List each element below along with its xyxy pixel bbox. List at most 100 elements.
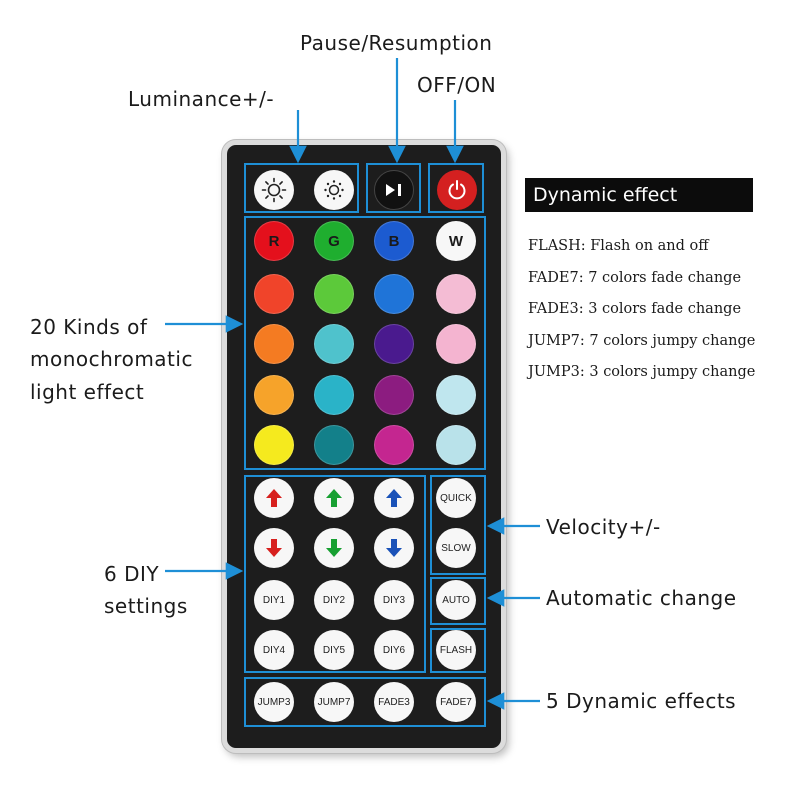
color-button[interactable] <box>436 324 476 364</box>
diy-settings-label-line1: 6 DIY <box>104 562 160 586</box>
jump3-button[interactable]: JUMP3 <box>254 682 294 722</box>
diy4-label: DIY4 <box>262 644 286 656</box>
sun-small-icon <box>324 180 344 200</box>
dynamic-effect-list: FLASH: Flash on and off FADE7: 7 colors … <box>528 231 755 389</box>
red-button-label: R <box>268 232 280 250</box>
luminance-label: Luminance+/- <box>128 87 275 111</box>
quick-label: QUICK <box>440 492 472 504</box>
diy3-label: DIY3 <box>382 594 406 606</box>
diy6-label: DIY6 <box>382 644 406 656</box>
velocity-highlight <box>430 475 486 575</box>
color-button[interactable] <box>436 274 476 314</box>
legend-item-flash: FLASH: Flash on and off <box>528 238 709 254</box>
automatic-change-label: Automatic change <box>546 586 737 610</box>
monochromatic-label-line3: light effect <box>30 380 145 404</box>
color-button[interactable] <box>374 425 414 465</box>
legend-item-jump7: JUMP7: 7 colors jumpy change <box>528 332 756 349</box>
color-button[interactable] <box>314 425 354 465</box>
blue-down-button[interactable] <box>374 528 414 568</box>
color-button[interactable] <box>436 425 476 465</box>
jump7-button[interactable]: JUMP7 <box>314 682 354 722</box>
green-button[interactable]: G <box>314 221 354 261</box>
pause-resumption-label: Pause/Resumption <box>300 31 493 55</box>
play-pause-button[interactable] <box>374 170 414 210</box>
color-button[interactable] <box>374 274 414 314</box>
color-button[interactable] <box>254 425 294 465</box>
red-down-button[interactable] <box>254 528 294 568</box>
fade3-button[interactable]: FADE3 <box>374 682 414 722</box>
velocity-label: Velocity+/- <box>546 515 661 539</box>
flash-label: FLASH <box>439 644 473 656</box>
arrow-down-icon <box>326 539 342 557</box>
power-icon <box>448 180 466 200</box>
arrow-shape <box>386 489 402 507</box>
flash-button[interactable]: FLASH <box>436 630 476 670</box>
green-up-button[interactable] <box>314 478 354 518</box>
diy-highlight <box>244 475 426 673</box>
color-button[interactable] <box>374 324 414 364</box>
diy4-button[interactable]: DIY4 <box>254 630 294 670</box>
diy5-button[interactable]: DIY5 <box>314 630 354 670</box>
jump3-label: JUMP3 <box>257 696 291 708</box>
blue-button-label: B <box>388 232 400 250</box>
diy-settings-label-line2: settings <box>104 594 188 618</box>
auto-highlight <box>430 577 486 625</box>
arrow-up-icon <box>386 489 402 507</box>
slow-label: SLOW <box>441 542 471 554</box>
luminance-highlight <box>244 163 359 213</box>
dynamic-effect-title: Dynamic effect <box>525 178 753 212</box>
color-button[interactable] <box>436 375 476 415</box>
red-button[interactable]: R <box>254 221 294 261</box>
color-button[interactable] <box>314 274 354 314</box>
blue-button[interactable]: B <box>374 221 414 261</box>
diy6-button[interactable]: DIY6 <box>374 630 414 670</box>
arrow-up-icon <box>326 489 342 507</box>
flash-highlight <box>430 628 486 673</box>
blue-up-button[interactable] <box>374 478 414 518</box>
legend-item-fade3: FADE3: 3 colors fade change <box>528 301 742 317</box>
color-button[interactable] <box>314 375 354 415</box>
quick-button[interactable]: QUICK <box>436 478 476 518</box>
color-button[interactable] <box>314 324 354 364</box>
diy3-button[interactable]: DIY3 <box>374 580 414 620</box>
diy1-button[interactable]: DIY1 <box>254 580 294 620</box>
color-button[interactable] <box>374 375 414 415</box>
legend-item-fade7: FADE7: 7 colors fade change <box>528 269 742 286</box>
diy2-button[interactable]: DIY2 <box>314 580 354 620</box>
slow-button[interactable]: SLOW <box>436 528 476 568</box>
dynamic-effects-label: 5 Dynamic effects <box>546 689 737 713</box>
green-button-label: G <box>328 232 340 250</box>
color-button[interactable] <box>254 274 294 314</box>
diy5-label: DIY5 <box>322 644 346 656</box>
play-pause-icon <box>386 184 401 196</box>
jump7-label: JUMP7 <box>317 696 351 708</box>
monochromatic-label-line2: monochromatic <box>30 347 193 371</box>
arrow-shape <box>326 539 342 557</box>
power-highlight <box>428 163 484 213</box>
off-on-label: OFF/ON <box>417 73 497 97</box>
white-button[interactable]: W <box>436 221 476 261</box>
color-button[interactable] <box>254 375 294 415</box>
dynamic-effects-highlight <box>244 677 486 727</box>
arrow-down-icon <box>386 539 402 557</box>
arrow-down-icon <box>266 539 282 557</box>
auto-button[interactable]: AUTO <box>436 580 476 620</box>
arrow-up-icon <box>266 489 282 507</box>
white-button-label: W <box>448 232 464 250</box>
brightness-down-button[interactable] <box>314 170 354 210</box>
arrow-shape <box>266 539 282 557</box>
sun-large-icon <box>261 177 287 203</box>
fade3-label: FADE3 <box>378 696 410 708</box>
red-up-button[interactable] <box>254 478 294 518</box>
brightness-up-button[interactable] <box>254 170 294 210</box>
monochromatic-label-line1: 20 Kinds of <box>30 315 148 339</box>
diy1-label: DIY1 <box>262 594 286 606</box>
color-grid-highlight <box>244 216 486 470</box>
arrow-shape <box>266 489 282 507</box>
pause-highlight <box>366 163 421 213</box>
power-button[interactable] <box>437 170 477 210</box>
fade7-button[interactable]: FADE7 <box>436 682 476 722</box>
green-down-button[interactable] <box>314 528 354 568</box>
color-button[interactable] <box>254 324 294 364</box>
